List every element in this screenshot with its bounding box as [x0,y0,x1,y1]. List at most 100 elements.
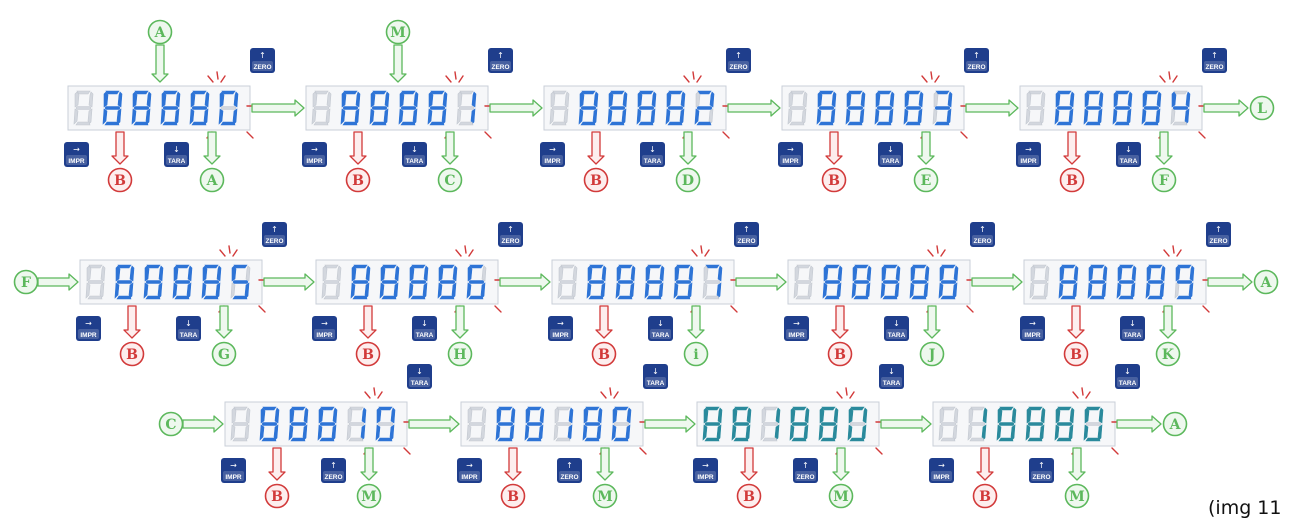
key-face [1118,155,1139,165]
key-label: TARA [180,332,198,339]
key-zero-top: ↑ZERO [262,222,287,247]
down-arrow-right [923,305,941,339]
segment-b [452,265,458,282]
lcd-digit [1141,90,1162,126]
key-zero-right: ↑ZERO [321,458,346,483]
label-letter: F [1159,173,1169,189]
segment-g [667,106,684,110]
segment-b [1069,407,1075,424]
segment-a [88,264,103,269]
segment-d [1085,437,1101,442]
label-circle [264,483,290,509]
segment-a [560,264,575,269]
lcd-digit [557,264,578,300]
key-face [550,329,571,339]
blink-tick [377,391,383,399]
segment-f [1088,265,1094,282]
key-arrow-icon: ↑ [979,225,986,234]
segment-d [1147,295,1163,300]
blink-tick [1111,447,1119,455]
lcd-digit [996,406,1017,442]
label-letter: C [444,173,455,189]
segment-f [939,407,945,424]
blink-tick [1085,391,1091,399]
segment-e [375,424,381,441]
segment-b [568,407,574,424]
segment-d [1085,121,1101,126]
segment-b [204,91,210,108]
key-arrow-icon: → [1029,319,1036,328]
key-face [409,377,430,387]
segment-d [371,121,387,126]
segment-b [510,407,516,424]
entry-label-top: A [147,19,173,45]
label-circle [356,483,382,509]
blink-tick [232,249,238,257]
segment-g [934,106,951,110]
lcd-digit [317,406,338,442]
down-arrow-left [111,131,129,165]
key-face [780,155,801,165]
key-label: IMPR [544,158,561,165]
lcd-digit [793,264,814,300]
label-circle [1063,341,1089,367]
segment-d [820,437,836,442]
label-circle [675,167,701,193]
segment-a [76,90,91,95]
blink-tick [930,71,933,80]
lcd-digit [932,90,953,126]
segment-f [933,91,939,108]
label-letter: B [362,347,374,363]
lcd-digit [311,90,332,126]
segment-g [1147,280,1164,284]
lcd-digit [350,264,371,300]
segment-g [1027,106,1044,110]
segment-e [1174,282,1180,299]
segment-b [216,265,222,282]
segment-b [88,91,94,108]
key-label: ZERO [265,238,283,245]
down-arrow-right [596,447,614,481]
segment-a [825,264,840,269]
segment-e [172,282,178,299]
segment-a [1086,90,1101,95]
segment-d [87,295,103,300]
segment-b [394,265,400,282]
segment-e [350,282,356,299]
lcd-digit [611,406,632,442]
blink-tick [934,75,940,83]
segment-a [705,264,720,269]
branch-label-left: B [264,483,290,509]
blink-tick [696,75,702,83]
key-arrow-icon: → [793,319,800,328]
segment-a [469,406,484,411]
segment-g [1056,106,1073,110]
key-arrow-icon: ↑ [566,461,573,470]
segment-g [429,106,446,110]
blink-tick [373,387,376,396]
blink-tick [219,249,226,257]
segment-g [969,422,986,426]
segment-d [191,121,207,126]
branch-label-right: D [675,167,701,193]
segment-a [999,406,1014,411]
key-face [500,235,521,245]
key-zero-top: ↑ZERO [734,222,759,247]
segment-g [319,422,336,426]
down-arrow-right [687,305,705,339]
segment-f [173,265,179,282]
segment-d [551,121,567,126]
key-impr-left: →IMPR [64,142,89,167]
segment-b [1069,91,1075,108]
segment-f [910,265,916,282]
segment-a [320,406,335,411]
blink-tick [875,447,883,455]
segment-e [1112,108,1118,125]
blink-tick [691,249,698,257]
branch-label-left: B [821,167,847,193]
segment-a [705,406,720,411]
blink-tick [445,75,452,83]
